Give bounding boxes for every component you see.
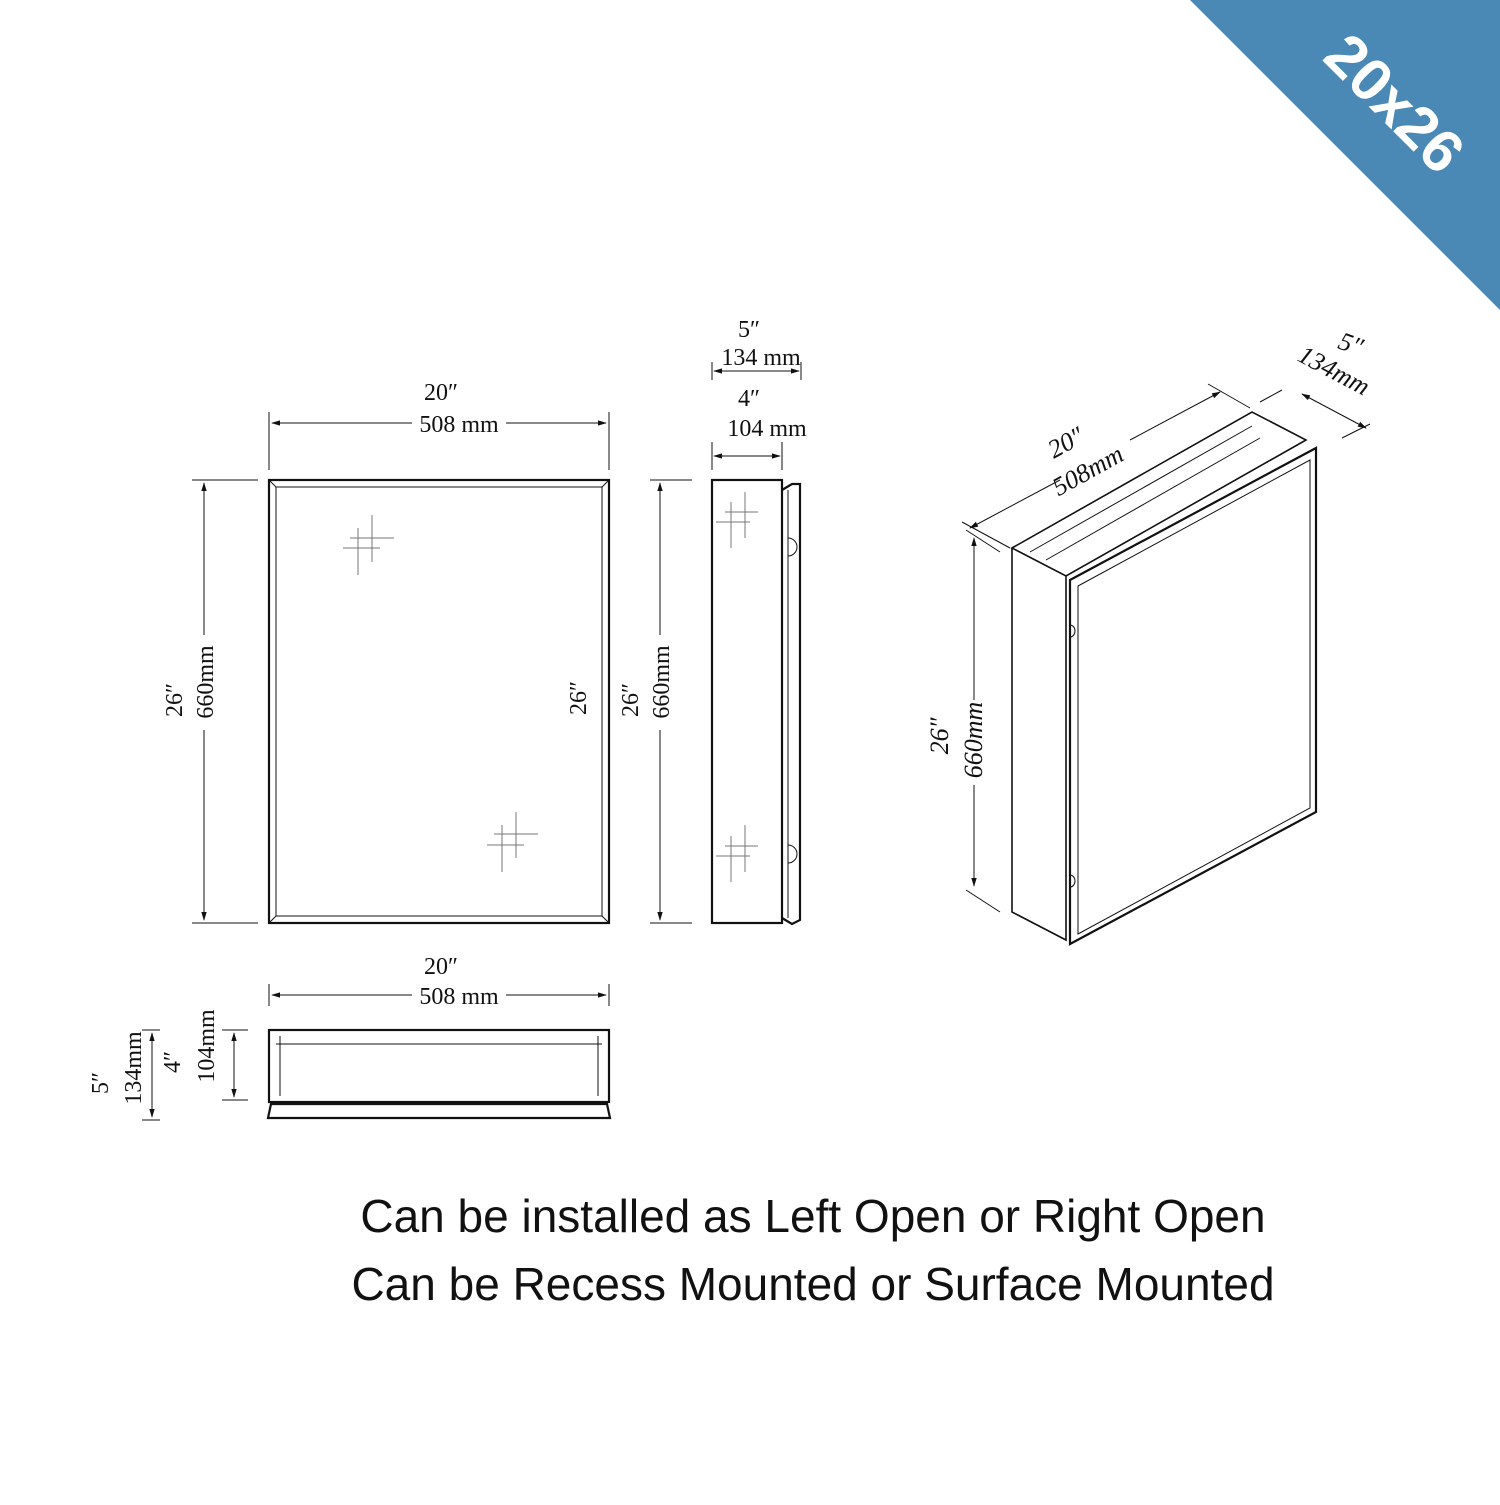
top-depth-inch: 5″ [88,1072,114,1094]
front-mirror-inner-edge [275,486,603,917]
hinge-icon [1069,624,1076,638]
side-body-depth-inch: 4″ [738,386,760,412]
side-depth-mm: 134 mm [721,345,801,371]
front-height-inch: 26″ [162,683,188,717]
top-door-profile [266,1102,612,1120]
side-cabinet-body [710,478,784,925]
note-line-2: Can be Recess Mounted or Surface Mounted [351,1258,1274,1310]
front-inner-height-inch: 26″ [566,681,592,715]
isometric-view: 20″ 508mm 5″ 134mm 26″ 660mm [925,326,1375,946]
installation-notes: Can be installed as Left Open or Right O… [351,1190,1274,1310]
top-view: 20″ 508 mm 5″ 134mm 4″ 104mm [88,954,612,1121]
badge-ribbon [1190,0,1500,310]
front-view: 20″ 508 mm 26″ 660mm 26″ [162,380,611,925]
side-height-mm: 660mm [649,645,675,719]
sparkle-icon [716,825,758,882]
iso-door-inner-edge [1077,459,1311,935]
front-width-inch: 20″ [424,380,458,406]
hinge-icon [787,844,798,864]
iso-side-face [1011,548,1067,942]
iso-height-inch: 26″ [925,716,954,754]
sparkle-icon [343,515,394,575]
sparkle-icon [487,812,538,872]
sparkle-icon [716,492,758,548]
iso-height-mm: 660mm [959,702,988,779]
side-depth-inch: 5″ [738,317,760,343]
iso-depth-mm: 134mm [1293,340,1374,402]
side-view: 5″ 134 mm 4″ 104 mm 26″ 660mm [618,317,807,926]
note-line-1: Can be installed as Left Open or Right O… [360,1190,1265,1242]
side-height-inch: 26″ [618,683,644,717]
top-cabinet-body [267,1028,611,1104]
iso-door [1068,446,1318,946]
hinge-icon [1069,874,1076,888]
size-badge: 20x26 [1190,0,1500,310]
iso-top-face [1010,411,1308,577]
top-depth-mm: 134mm [121,1031,147,1105]
front-width-mm: 508 mm [419,412,499,438]
side-door-profile [781,482,802,926]
top-body-depth-inch: 4″ [160,1051,186,1073]
hinge-icon [787,537,798,557]
side-body-depth-mm: 104 mm [727,416,807,442]
front-height-mm: 660mm [193,645,219,719]
top-width-inch: 20″ [424,954,458,980]
top-body-depth-mm: 104mm [194,1009,220,1083]
front-mirror-outline [267,478,611,925]
top-width-mm: 508 mm [419,984,499,1010]
